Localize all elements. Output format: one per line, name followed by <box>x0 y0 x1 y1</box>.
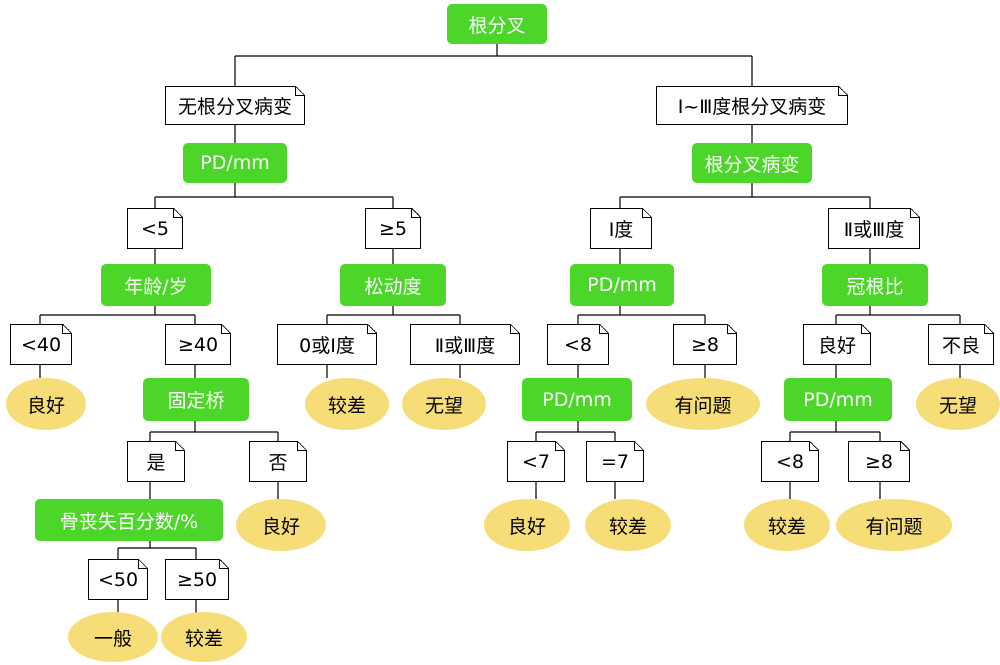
fixed-bridge-node: 固定桥 <box>143 378 249 421</box>
outcome-problem-node: 有问题 <box>646 378 760 430</box>
pd-right-node: PD/mm <box>784 378 892 421</box>
furcation-lesion-node: 根分叉病变 <box>692 143 812 183</box>
pd-eq7-node: =7 <box>586 441 644 482</box>
pd-ge8-node: ≥8 <box>673 324 737 365</box>
pd-left-node: PD/mm <box>183 143 287 183</box>
outcome-hopeless-node: 无望 <box>402 378 486 430</box>
root-node: 根分叉 <box>447 4 547 44</box>
outcome-hopeless-node: 无望 <box>916 378 1000 430</box>
bone-loss-percentage-node: 骨丧失百分数/% <box>35 499 223 541</box>
crown-root-bad-node: 不良 <box>928 324 994 365</box>
furcation-lesion-grade-node: Ⅰ~Ⅲ度根分叉病变 <box>656 86 848 125</box>
fixed-bridge-no-node: 否 <box>249 441 307 482</box>
no-furcation-lesion-node: 无根分叉病变 <box>165 86 305 125</box>
pd-lt5-node: <5 <box>127 208 183 249</box>
crown-root-ratio-node: 冠根比 <box>822 264 928 306</box>
pd-inner-node: PD/mm <box>522 378 632 421</box>
outcome-problem-node: 有问题 <box>836 499 952 551</box>
age-node: 年龄/岁 <box>101 264 211 306</box>
outcome-poor-node: 较差 <box>744 499 830 551</box>
age-lt40-node: <40 <box>10 324 72 365</box>
mobility-node: 松动度 <box>340 264 446 306</box>
bone-loss-lt50-node: <50 <box>88 559 148 600</box>
mobility-2-3-node: Ⅱ或Ⅲ度 <box>410 324 520 365</box>
pd-ge5-node: ≥5 <box>365 208 421 249</box>
fixed-bridge-yes-node: 是 <box>127 441 185 482</box>
outcome-fair-node: 一般 <box>68 612 158 662</box>
pd-lt8-inner-node: <8 <box>761 441 819 482</box>
pd-mid-node: PD/mm <box>570 264 674 306</box>
pd-lt7-node: <7 <box>507 441 565 482</box>
degree2-3-node: Ⅱ或Ⅲ度 <box>828 208 920 249</box>
outcome-poor-node: 较差 <box>305 378 389 430</box>
pd-ge8-inner-node: ≥8 <box>848 441 910 482</box>
outcome-good-node: 良好 <box>6 378 86 430</box>
bone-loss-ge50-node: ≥50 <box>165 559 229 600</box>
pd-lt8-node: <8 <box>547 324 609 365</box>
crown-root-good-node: 良好 <box>803 324 871 365</box>
age-ge40-node: ≥40 <box>165 324 231 365</box>
degree1-node: Ⅰ度 <box>590 208 652 249</box>
outcome-poor-node: 较差 <box>585 499 671 551</box>
outcome-good-node: 良好 <box>484 499 570 551</box>
outcome-poor-node: 较差 <box>161 612 247 662</box>
mobility-0-1-node: 0或Ⅰ度 <box>277 324 377 365</box>
outcome-good-node: 良好 <box>236 499 326 551</box>
